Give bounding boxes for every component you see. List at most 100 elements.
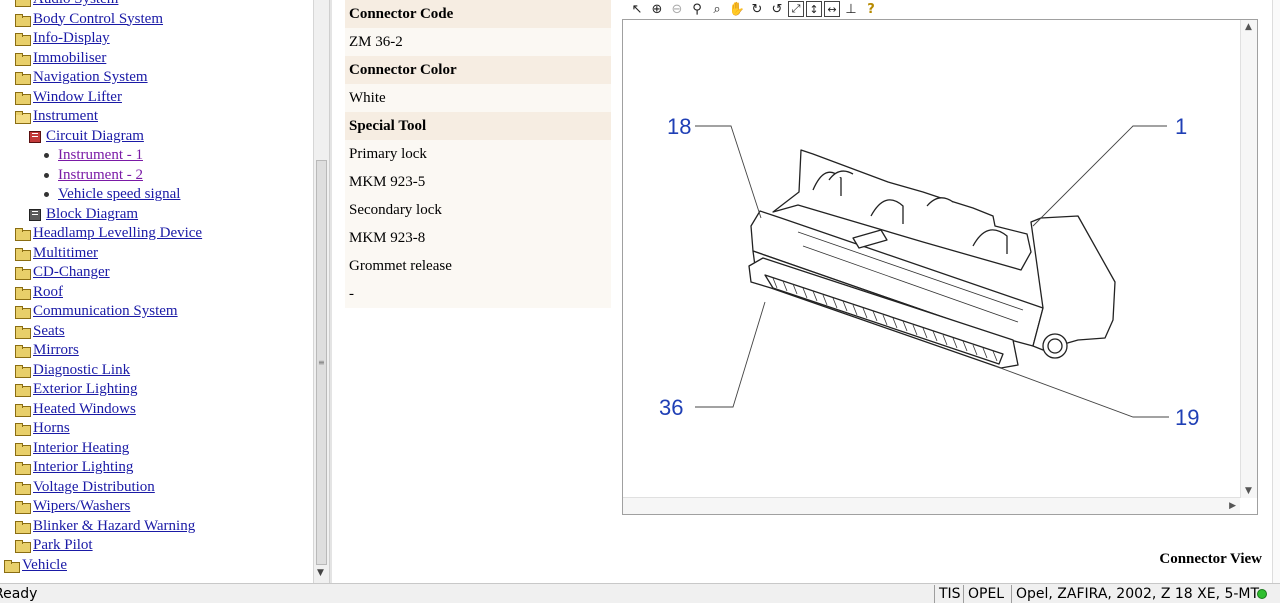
tree-item-link[interactable]: Interior Heating (33, 439, 130, 456)
bullet-icon (44, 172, 49, 178)
tree-item-link[interactable]: Block Diagram (46, 205, 139, 222)
tree-item-link[interactable]: CD-Changer (33, 264, 110, 280)
status-text: Ready (0, 586, 38, 602)
tree-item[interactable]: Instrument - 1 (44, 146, 143, 165)
tree-item-link[interactable]: Horns (33, 420, 70, 436)
folder-icon (15, 306, 31, 319)
tree-item[interactable]: Mirrors (15, 341, 79, 360)
book-icon (29, 208, 41, 221)
tree-item-link[interactable]: Park Pilot (33, 537, 93, 553)
tree-item-link[interactable]: Vehicle speed signal (58, 186, 181, 202)
tree-item[interactable]: Diagnostic Link (15, 361, 130, 380)
tree-item[interactable]: Seats (15, 322, 65, 341)
tree-item[interactable]: Navigation System (15, 68, 148, 87)
tree-item-link[interactable]: Audio System (33, 0, 118, 8)
tree-item-link[interactable]: Interior Lighting (33, 459, 134, 475)
tree-vertical-scrollbar[interactable]: ≡ ▼ (313, 0, 329, 583)
tree-item-link[interactable]: Roof (33, 283, 63, 300)
tree-item-link[interactable]: Diagnostic Link (33, 361, 131, 378)
tree-item[interactable]: Interior Heating (15, 439, 129, 458)
navigation-tree: Audio SystemBody Control SystemInfo-Disp… (0, 0, 313, 583)
help-icon[interactable]: ? (867, 1, 875, 17)
tree-item[interactable]: Headlamp Levelling Device (15, 224, 202, 243)
pan-hand-icon[interactable]: ✋ (728, 1, 746, 17)
zoom-window-icon[interactable]: ⌕ (713, 1, 721, 17)
tree-item[interactable]: Instrument - 2 (44, 166, 143, 185)
tree-item-link[interactable]: Instrument (33, 108, 98, 124)
tree-item[interactable]: Interior Lighting (15, 458, 133, 477)
tree-item[interactable]: Voltage Distribution (15, 478, 155, 497)
pane-splitter[interactable] (329, 0, 332, 583)
tree-scroll-thumb[interactable] (316, 160, 327, 565)
tree-item-link[interactable]: Wipers/Washers (33, 498, 131, 514)
tree-item-link[interactable]: Exterior Lighting (33, 381, 138, 397)
tree-item-link[interactable]: Multitimer (33, 244, 98, 261)
tree-item[interactable]: Circuit Diagram (29, 127, 144, 146)
viewer-horizontal-scrollbar[interactable]: ▶ (623, 497, 1240, 514)
tree-item[interactable]: Audio System (15, 0, 118, 9)
folder-icon (15, 33, 31, 46)
select-arrow-icon[interactable]: ↖ (631, 1, 643, 17)
tree-item-link[interactable]: Blinker & Hazard Warning (33, 517, 196, 534)
outer-scrollbar[interactable] (1272, 0, 1280, 583)
zoom-icon[interactable]: ⚲ (692, 1, 702, 17)
folder-icon (15, 345, 31, 358)
tree-item[interactable]: Wipers/Washers (15, 497, 130, 516)
tree-item[interactable]: Roof (15, 283, 63, 302)
tree-item-link[interactable]: Voltage Distribution (33, 478, 155, 495)
tree-item[interactable]: Info-Display (15, 29, 110, 48)
connector-graphic-viewer[interactable]: 18 1 36 19 ▲ ▼ ▶ (622, 19, 1258, 515)
tree-item[interactable]: Vehicle speed signal (44, 185, 180, 204)
tree-item[interactable]: Body Control System (15, 10, 163, 29)
measure-icon[interactable]: ⊥ (845, 1, 857, 17)
tree-item-link[interactable]: Immobiliser (33, 49, 107, 66)
info-value-row: - (345, 280, 611, 308)
zoom-in-icon[interactable]: ⊕ (651, 1, 663, 17)
connector-view-caption: Connector View (1159, 551, 1262, 567)
scroll-down-arrow-icon[interactable]: ▼ (317, 568, 324, 578)
tree-item[interactable]: Window Lifter (15, 88, 122, 107)
tree-item-link[interactable]: Window Lifter (33, 88, 122, 105)
tree-item[interactable]: Immobiliser (15, 49, 106, 68)
zoom-out-icon[interactable]: ⊖ (671, 1, 683, 17)
scroll-up-arrow-icon[interactable]: ▲ (1245, 22, 1252, 32)
folder-icon (15, 325, 31, 339)
tree-item[interactable]: Heated Windows (15, 400, 136, 419)
tree-item-link[interactable]: Instrument - 1 (58, 147, 143, 163)
viewer-vertical-scrollbar[interactable]: ▲ ▼ (1240, 20, 1257, 498)
tree-item-link[interactable]: Mirrors (33, 342, 79, 358)
info-value-row: MKM 923-5 (345, 168, 611, 196)
tree-item-link[interactable]: Heated Windows (33, 400, 136, 417)
tree-item-link[interactable]: Seats (33, 322, 65, 339)
tree-item[interactable]: CD-Changer (15, 263, 110, 282)
pin-label-19: 19 (1175, 405, 1199, 430)
tree-item[interactable]: Exterior Lighting (15, 380, 138, 399)
rotate-right-icon[interactable]: ↻ (751, 1, 763, 17)
tree-item-link[interactable]: Headlamp Levelling Device (33, 225, 203, 241)
tree-item-link[interactable]: Circuit Diagram (46, 127, 144, 144)
tree-item-link[interactable]: Info-Display (33, 30, 110, 46)
scroll-right-arrow-icon[interactable]: ▶ (1229, 501, 1236, 511)
status-segment-brand: OPEL (963, 585, 1008, 603)
tree-item-link[interactable]: Vehicle (22, 556, 67, 573)
tree-item[interactable]: Vehicle (4, 556, 67, 575)
info-value-row: Primary lock (345, 140, 611, 168)
tree-item[interactable]: Horns (15, 419, 70, 438)
tree-item-link[interactable]: Body Control System (33, 10, 164, 27)
tree-item[interactable]: Multitimer (15, 244, 98, 263)
info-header-row: Special Tool (345, 112, 611, 140)
tree-item[interactable]: Blinker & Hazard Warning (15, 517, 195, 536)
tree-item-link[interactable]: Instrument - 2 (58, 166, 143, 183)
tree-item[interactable]: Park Pilot (15, 536, 93, 555)
tree-item[interactable]: Block Diagram (29, 205, 138, 224)
tree-item[interactable]: Communication System (15, 302, 178, 321)
fit-height-icon[interactable]: ↕ (806, 1, 822, 17)
fit-all-icon[interactable]: ⤢ (788, 1, 804, 17)
tree-item-link[interactable]: Navigation System (33, 69, 148, 85)
folder-icon (15, 384, 31, 397)
scroll-down-arrow-icon[interactable]: ▼ (1245, 486, 1252, 496)
tree-item-link[interactable]: Communication System (33, 303, 178, 319)
fit-width-icon[interactable]: ↔ (824, 1, 840, 17)
rotate-left-icon[interactable]: ↺ (771, 1, 783, 17)
tree-item[interactable]: Instrument (15, 107, 98, 126)
